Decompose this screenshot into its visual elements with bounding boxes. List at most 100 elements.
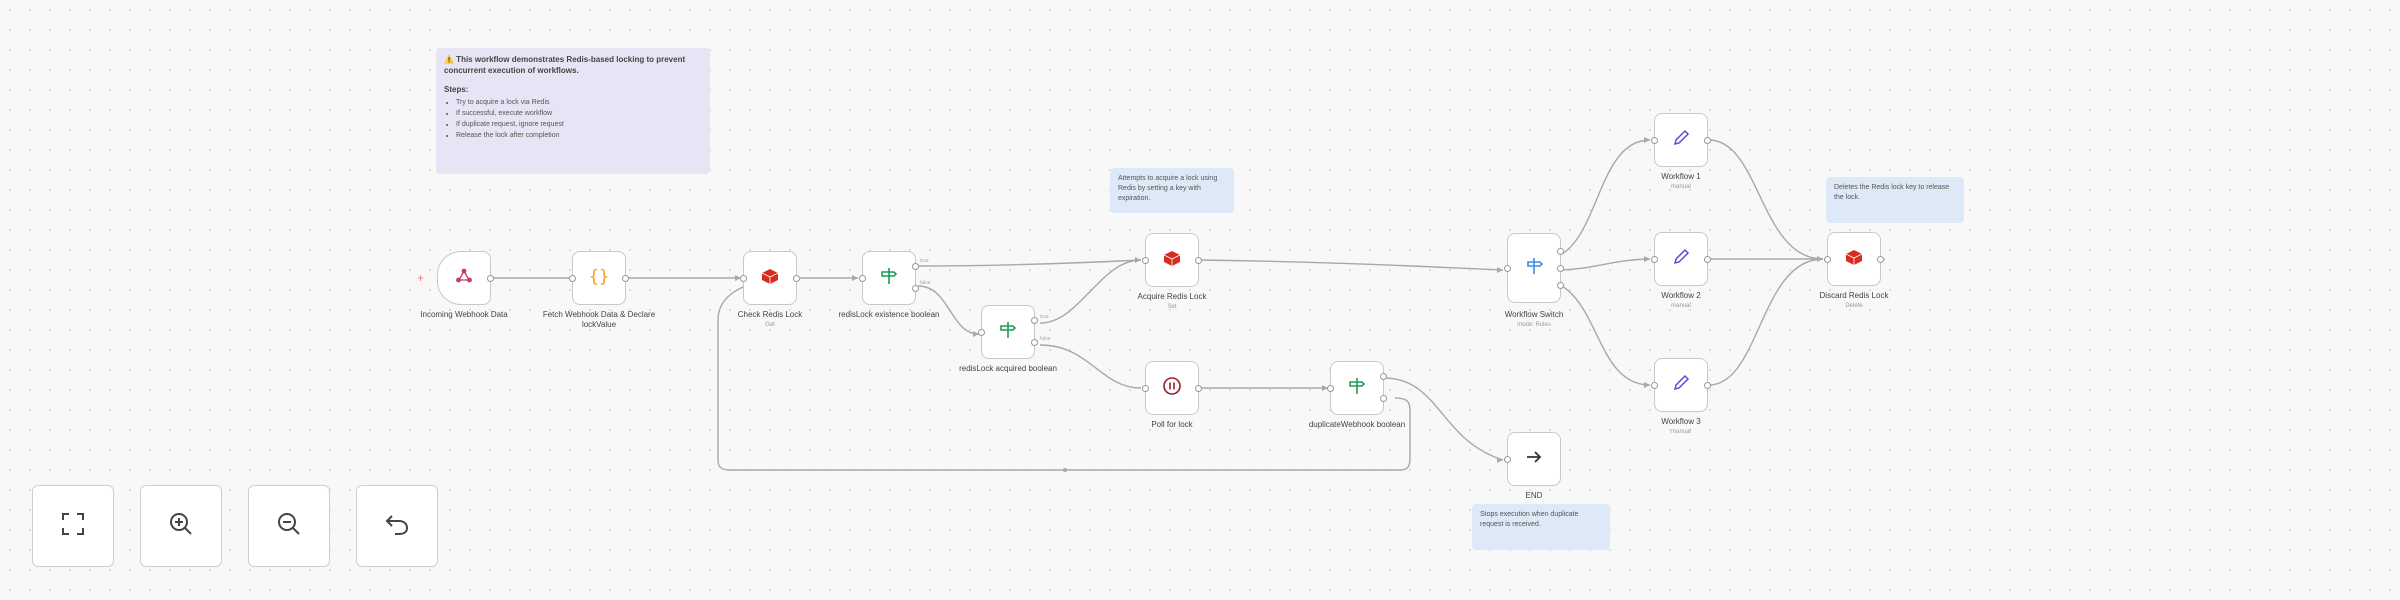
node-check-redis-lock[interactable] [740, 251, 800, 305]
end-note-text: Stops execution when duplicate request i… [1480, 511, 1579, 528]
node-end[interactable] [1504, 432, 1561, 486]
undo-button[interactable] [356, 485, 438, 567]
zoom-in-icon [166, 509, 196, 544]
arrow-right-icon [1523, 446, 1545, 473]
node-subtitle: Get [765, 322, 775, 328]
input-port[interactable] [1142, 385, 1149, 392]
pencil-icon [1670, 127, 1692, 154]
true-output-port[interactable] [1380, 373, 1387, 380]
true-port-label: true [1040, 314, 1049, 320]
input-port[interactable] [740, 275, 747, 282]
redis-icon [1843, 246, 1865, 273]
node-label: duplicateWebhook boolean [1308, 420, 1406, 429]
node-duplicate-webhook[interactable] [1327, 361, 1387, 415]
false-output-port[interactable] [1031, 339, 1038, 346]
node-discard-redis-lock[interactable] [1824, 232, 1884, 286]
output-port[interactable] [622, 275, 629, 282]
if-icon [997, 319, 1019, 346]
input-port[interactable] [1504, 456, 1511, 463]
input-port[interactable] [1504, 265, 1511, 272]
node-label: Workflow 1 [1661, 172, 1701, 181]
output-port[interactable] [1704, 382, 1711, 389]
input-port[interactable] [1651, 137, 1658, 144]
node-subtitle: mode: Rules [1517, 322, 1551, 328]
if-icon [878, 265, 900, 292]
node-redislock-existence[interactable] [859, 251, 919, 305]
node-subtitle: manual [1671, 429, 1691, 435]
pencil-icon [1670, 246, 1692, 273]
node-subtitle: Delete [1845, 303, 1863, 309]
workflow-description-sticky[interactable]: ⚠️ This workflow demonstrates Redis-base… [436, 48, 710, 174]
node-label: Acquire Redis Lock [1137, 292, 1207, 301]
sticky-title: ⚠️ This workflow demonstrates Redis-base… [444, 55, 686, 75]
node-workflow-1[interactable] [1651, 113, 1711, 167]
output-port[interactable] [1195, 257, 1202, 264]
undo-icon [382, 509, 412, 544]
node-label: Incoming Webhook Data [420, 310, 508, 319]
node-label: Workflow 2 [1661, 291, 1701, 300]
node-subtitle: manual [1671, 303, 1691, 309]
node-poll-for-lock[interactable] [1142, 361, 1202, 415]
node-fetch-webhook-data[interactable]: {} [569, 251, 629, 305]
acquire-lock-note[interactable]: Attempts to acquire a lock using Redis b… [1110, 168, 1234, 213]
node-label: Discard Redis Lock [1819, 291, 1889, 300]
svg-text:{}: {} [589, 267, 609, 287]
discard-lock-note[interactable]: Deletes the Redis lock key to release th… [1826, 177, 1964, 223]
input-port[interactable] [1651, 382, 1658, 389]
discard-note-text: Deletes the Redis lock key to release th… [1834, 184, 1950, 201]
node-subtitle: Set [1167, 304, 1177, 310]
add-trigger-icon[interactable]: + [417, 271, 425, 285]
node-label: Fetch Webhook Data & Declare lockValue [542, 310, 656, 329]
node-workflow-2[interactable] [1651, 232, 1711, 286]
false-port-label: false [920, 280, 931, 286]
output-port[interactable] [1704, 256, 1711, 263]
zoom-out-icon [274, 509, 304, 544]
step-item: Release the lock after completion [456, 130, 702, 141]
switch-icon [1523, 255, 1545, 282]
output-port-3[interactable] [1557, 282, 1564, 289]
zoom-out-button[interactable] [248, 485, 330, 567]
true-output-port[interactable] [1031, 317, 1038, 324]
if-icon [1346, 375, 1368, 402]
output-port-1[interactable] [1557, 248, 1564, 255]
node-acquire-redis-lock[interactable] [1142, 233, 1202, 287]
output-port[interactable] [1877, 256, 1884, 263]
fit-view-button[interactable] [32, 485, 114, 567]
node-workflow-switch[interactable] [1504, 233, 1564, 303]
output-port[interactable] [1195, 385, 1202, 392]
step-item: Try to acquire a lock via Redis [456, 97, 702, 108]
node-incoming-webhook[interactable] [437, 251, 494, 305]
pencil-icon [1670, 372, 1692, 399]
true-port-label: true [920, 258, 929, 264]
node-workflow-3[interactable] [1651, 358, 1711, 412]
false-output-port[interactable] [1380, 395, 1387, 402]
node-label: redisLock existence boolean [838, 310, 940, 319]
end-note[interactable]: Stops execution when duplicate request i… [1472, 504, 1610, 550]
redis-icon [1161, 247, 1183, 274]
input-port[interactable] [569, 275, 576, 282]
output-port[interactable] [1704, 137, 1711, 144]
webhook-icon [454, 266, 474, 291]
node-subtitle: manual [1671, 184, 1691, 190]
false-output-port[interactable] [912, 285, 919, 292]
false-port-label: false [1040, 336, 1051, 342]
node-label: Workflow 3 [1661, 417, 1701, 426]
true-output-port[interactable] [912, 263, 919, 270]
input-port[interactable] [1142, 257, 1149, 264]
input-port[interactable] [1327, 385, 1334, 392]
input-port[interactable] [978, 329, 985, 336]
input-port[interactable] [859, 275, 866, 282]
node-redislock-acquired[interactable] [978, 305, 1038, 359]
node-label: Workflow Switch [1504, 310, 1564, 319]
output-port[interactable] [793, 275, 800, 282]
step-item: If duplicate request, ignore request [456, 119, 702, 130]
output-port-2[interactable] [1557, 265, 1564, 272]
node-label: Poll for lock [1151, 420, 1193, 429]
zoom-in-button[interactable] [140, 485, 222, 567]
step-item: If successful, execute workflow [456, 108, 702, 119]
input-port[interactable] [1824, 256, 1831, 263]
input-port[interactable] [1651, 256, 1658, 263]
fit-view-icon [58, 509, 88, 544]
output-port[interactable] [487, 275, 494, 282]
code-braces-icon: {} [588, 265, 610, 292]
